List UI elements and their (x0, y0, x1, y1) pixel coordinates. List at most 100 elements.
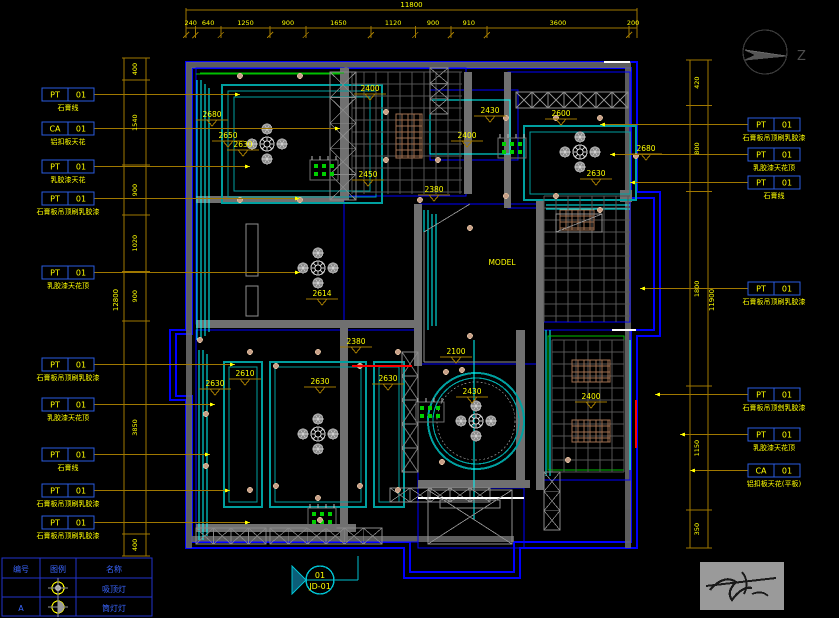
dim-segment-top: 900 (427, 19, 439, 27)
svg-text:2380: 2380 (424, 185, 443, 194)
tag-description: 石膏板吊顶刷乳胶漆 (37, 373, 100, 382)
ceiling-height-label: 2430 (456, 387, 488, 404)
tag-description: 石膏线 (58, 463, 79, 472)
material-tag[interactable]: PT 01 乳胶漆天花顶 (747, 427, 801, 452)
ceiling-circle-dining (427, 372, 525, 470)
dim-segment-left: 900 (131, 184, 139, 196)
tag-description: 石膏板吊顶刷乳胶漆 (37, 531, 100, 540)
tag-number: 01 (782, 285, 792, 294)
dimension-chain-left (122, 57, 150, 557)
tag-number: 01 (782, 121, 792, 130)
tag-code: PT (50, 163, 60, 172)
ceiling-height-label: 2600 (545, 109, 577, 126)
dim-segment-left: 1540 (131, 114, 139, 131)
chandelier-symbols (246, 123, 601, 455)
tag-number: 01 (76, 451, 86, 460)
svg-text:2630: 2630 (233, 140, 252, 149)
dim-segment-top: 240 (185, 19, 197, 27)
dim-segment-top: 1650 (330, 19, 347, 27)
dimension-chain-right (686, 59, 712, 549)
ceiling-height-label: 2400 (451, 131, 483, 148)
tag-number: 01 (782, 467, 792, 476)
tag-code: PT (50, 195, 60, 204)
red-accent (352, 365, 637, 448)
tag-code: PT (50, 487, 60, 496)
dim-segment-left: 400 (131, 63, 139, 75)
dim-segment-top: 3600 (550, 19, 567, 27)
dim-segment-right: 1150 (693, 440, 701, 457)
tag-description: 石膏板吊顶刷乳胶漆 (743, 133, 806, 142)
svg-text:2400: 2400 (360, 84, 379, 93)
tag-number: 01 (782, 391, 792, 400)
ceiling-height-label: 2630 (304, 377, 336, 394)
legend-row-name: 筒灯灯 (102, 603, 126, 613)
watermark-signature (700, 562, 784, 610)
tag-number: 01 (76, 125, 86, 134)
dim-segment-left: 900 (131, 290, 139, 302)
svg-text:2680: 2680 (202, 110, 221, 119)
north-arrow: Z (742, 29, 806, 75)
dim-segment-left: 3850 (131, 419, 139, 436)
ceiling-height-label: 2680 (630, 144, 662, 161)
tag-code: PT (50, 519, 60, 528)
tag-code: PT (756, 431, 766, 440)
ceiling-height-label: 2450 (352, 170, 384, 187)
svg-text:2100: 2100 (446, 347, 465, 356)
tag-number: 01 (76, 361, 86, 370)
dim-total-top: 11800 (400, 1, 422, 9)
tag-code: PT (50, 269, 60, 278)
tag-description: 乳胶漆天花顶 (47, 281, 89, 290)
dim-total-left: 12800 (112, 289, 120, 311)
svg-text:2450: 2450 (358, 170, 377, 179)
dim-segment-left: 1020 (131, 235, 139, 252)
tag-number: 01 (76, 401, 86, 410)
callout-top-text: 01 (315, 571, 325, 580)
svg-text:2400: 2400 (581, 392, 600, 401)
tag-code: PT (50, 91, 60, 100)
material-tag[interactable]: PT 01 石膏板吊顶刷乳胶漆 (37, 515, 100, 540)
dim-segment-right: 1800 (693, 281, 701, 298)
material-tag[interactable]: PT 01 石膏板吊顶刷乳胶漆 (37, 483, 100, 508)
dim-segment-right: 420 (693, 76, 701, 88)
tag-description: 石膏板吊顶刷乳胶漆 (37, 499, 100, 508)
tag-description: 石膏板吊顶刷乳胶漆 (743, 297, 806, 306)
svg-text:2650: 2650 (218, 131, 237, 140)
leader-lines (94, 92, 748, 525)
tag-number: 01 (76, 487, 86, 496)
white-accent (418, 61, 636, 499)
svg-text:2610: 2610 (235, 369, 254, 378)
north-arrow-label: Z (797, 49, 806, 64)
svg-text:2630: 2630 (205, 379, 224, 388)
dim-segment-top: 910 (463, 19, 475, 27)
dim-segment-right: 800 (693, 142, 701, 154)
detail-callout[interactable]: 01 JD-01 (291, 556, 359, 596)
svg-text:2400: 2400 (457, 131, 476, 140)
tag-description: 乳胶漆天花顶 (753, 443, 795, 452)
tag-code: CA (49, 125, 61, 134)
legend-header: 编号 (13, 564, 29, 574)
tag-number: 01 (76, 519, 86, 528)
tag-description: 乳胶漆天花 (51, 175, 86, 184)
tag-number: 01 (782, 431, 792, 440)
building-outline (169, 61, 661, 579)
